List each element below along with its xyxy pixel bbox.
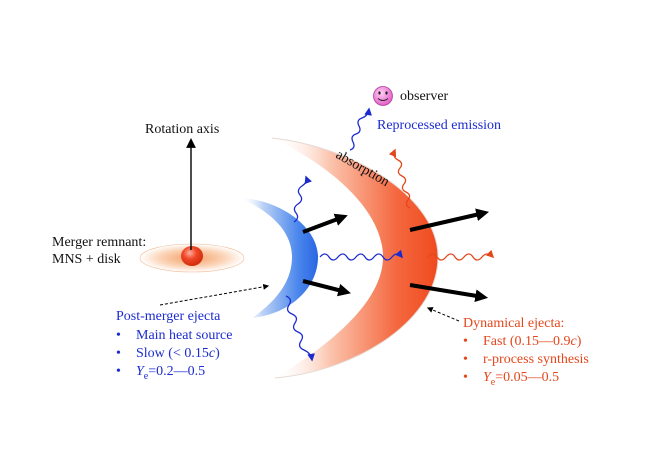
velocity-arrow-4	[409, 283, 489, 303]
bullet-dot: •	[116, 346, 121, 361]
red-photon-arrow-up	[388, 148, 411, 209]
post-merger-item-text: Slow (< 0.15c)	[136, 346, 220, 361]
dynamical-item-text: Fast (0.15—0.9c)	[483, 334, 582, 349]
post-merger-ejecta-crescent	[240, 198, 318, 318]
post-merger-ejecta-title: Post-merger ejecta	[116, 309, 221, 324]
velocity-arrow-1	[302, 213, 348, 234]
smiley-face-icon	[373, 86, 393, 106]
dynamical-item-text: Ye=0.05—0.5	[483, 370, 560, 388]
post-merger-item-1: • Main heat source	[116, 328, 232, 344]
blue-photon-arrow-right	[319, 249, 403, 261]
blue-photon-arrow-observer	[349, 107, 372, 151]
velocity-arrow-3	[409, 208, 489, 232]
post-merger-item-text: Ye=0.2—0.5	[136, 364, 206, 382]
merger-remnant-label-line2: MNS + disk	[52, 252, 121, 267]
bullet-dot: •	[463, 370, 468, 385]
dynamical-item-1: • Fast (0.15—0.9c)	[463, 334, 581, 350]
dynamical-ejecta-crescent	[272, 138, 438, 378]
bullet-dot: •	[463, 334, 468, 349]
dynamical-item-text: r-process synthesis	[483, 352, 589, 367]
bullet-dot: •	[116, 328, 121, 343]
post-merger-item-text: Main heat source	[136, 328, 233, 343]
post-merger-item-2: • Slow (< 0.15c)	[116, 346, 220, 362]
reprocessed-emission-label: Reprocessed emission	[377, 118, 502, 133]
observer-label: observer	[400, 89, 449, 104]
blue-photon-arrow-down	[285, 295, 315, 362]
bullet-dot: •	[116, 364, 121, 379]
dynamical-ejecta-outer-edge	[271, 137, 439, 379]
dynamical-pointer	[426, 307, 460, 322]
red-photon-arrow-right	[427, 249, 495, 261]
bullet-dot: •	[463, 352, 468, 367]
merger-remnant-core	[181, 246, 203, 266]
blue-photon-arrow-up	[293, 175, 312, 223]
post-merger-item-3: • Ye=0.2—0.5	[116, 364, 205, 385]
merger-remnant-label-line1: Merger remnant:	[52, 235, 147, 250]
post-merger-pointer	[159, 283, 270, 306]
velocity-arrow-2	[302, 279, 351, 297]
dynamical-item-2: • r-process synthesis	[463, 352, 589, 368]
rotation-axis-label: Rotation axis	[145, 122, 220, 137]
dynamical-ejecta-title: Dynamical ejecta:	[463, 316, 565, 331]
dynamical-item-3: • Ye=0.05—0.5	[463, 370, 559, 391]
